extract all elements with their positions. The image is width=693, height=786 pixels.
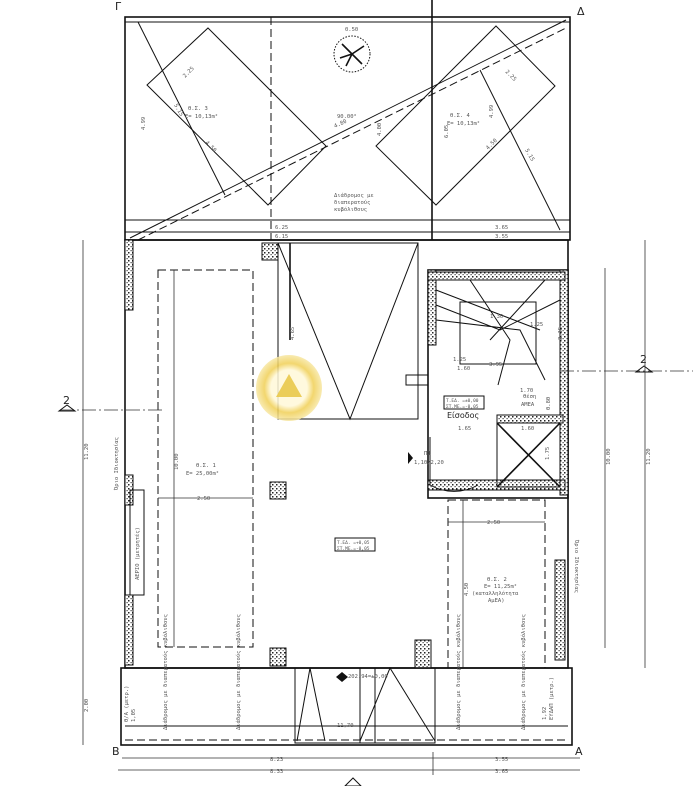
dim: 6.05	[444, 125, 450, 138]
dim: 1.25	[530, 322, 543, 328]
walkway-label: κυβόλιθους	[334, 206, 367, 213]
parking-space-3	[146, 27, 327, 206]
dim: 3.95	[489, 362, 502, 368]
level-label: ΣΤ.ΜΕ.=-0,05	[446, 404, 479, 410]
left-boundary-label: Όριο Ιδιοκτησίας	[113, 437, 120, 491]
dim: 5.15	[172, 103, 184, 117]
svg-text:3.55: 3.55	[495, 757, 508, 763]
dim: 5.15	[523, 148, 535, 162]
parking-1-area: E= 25,00m²	[186, 470, 219, 477]
tree-icon	[333, 35, 371, 73]
dim: 4.99	[141, 117, 147, 130]
stair-core: 1.30 1.25 2.15 1.25 1.60 3.95 1.70 0.80 …	[405, 269, 569, 499]
parking-2-name: Θ.Σ. 2	[487, 577, 507, 583]
corner-label: Δ	[577, 5, 585, 18]
section-mark-right: 2	[634, 353, 654, 373]
parking-1-name: Θ.Σ. 1	[196, 463, 216, 469]
rear-courtyard: Θ.Σ. 3 E= 10,13m² 2.25 5.15 4.50 4.99 Θ.…	[124, 0, 571, 241]
accessible-spot-label: θέση	[523, 393, 536, 400]
gas-meters-label: ΑΕΡΙΟ (μετρητές)	[134, 527, 141, 580]
door-code: Π1	[424, 451, 431, 457]
dim: 0.80	[546, 397, 552, 410]
ramp: 4.65	[277, 242, 419, 421]
walkway-label: Διάδρομος με διαπερατούς κυβόλιθους	[162, 614, 169, 730]
level-label: ΣΤ.ΜΕ.=-0,05	[337, 546, 370, 552]
parking-4-area: E= 10,13m²	[447, 120, 480, 127]
dim: 1.60	[521, 426, 534, 432]
dim: 2.50	[197, 496, 210, 502]
svg-text:10.00: 10.00	[606, 448, 612, 465]
svg-text:2.00: 2.00	[84, 699, 90, 712]
level-label: Τ.ΕΔ. =±0,00	[446, 398, 479, 404]
svg-text:2: 2	[640, 353, 647, 366]
level-label: Τ.ΕΔ. =+0,05	[337, 540, 370, 546]
entrance-label: Είσοδος	[447, 411, 479, 420]
dim: 2.50	[487, 520, 500, 526]
dim: 1.65	[458, 426, 471, 432]
dim: 6.15	[275, 234, 288, 240]
parking-2-area: E= 11,25m²	[484, 583, 517, 590]
dim: 6.25	[275, 225, 288, 231]
dim: 4.99	[489, 105, 495, 118]
right-boundary-label: Όριο Ιδιοκτησίας	[573, 539, 580, 593]
dim: 1.70	[520, 388, 533, 394]
dim: 1.30	[490, 314, 503, 320]
svg-text:3.65: 3.65	[495, 769, 508, 775]
dim: 10.00	[174, 453, 180, 470]
dim: 11,70	[337, 723, 354, 729]
svg-text:2: 2	[63, 394, 70, 407]
entrance-door[interactable]	[429, 437, 479, 492]
meter-label: Θ/Α (μετρ.)	[124, 686, 130, 722]
parking-2-note: (καταλληλότητα	[472, 590, 519, 597]
dim: 2.25	[182, 66, 196, 80]
walkway-label: Διάδρομος με διαπερατούς κυβόλιθους	[455, 614, 462, 730]
parking-3-name: Θ.Σ. 3	[188, 106, 208, 112]
parking-space-4	[375, 25, 556, 206]
dim: 1.60	[457, 366, 470, 372]
front-yard: 202.94=±0,00 11,70 Θ/Α (μετρ.) 1,05 ΕΥΔΑ…	[120, 614, 573, 746]
elevation-label: 202.94=±0,00	[348, 674, 388, 680]
svg-text:8.23: 8.23	[270, 757, 283, 763]
dim: 1.75	[545, 447, 551, 460]
ground-floor: ΑΕΡΙΟ (μετρητές) Όριο Ιδιοκτησίας 10.00 …	[113, 239, 580, 669]
dimensions: 11.20 2.00 10.00 11.20 8.23 3.55 8.33 3.…	[82, 240, 652, 775]
dim: 0.50	[345, 27, 358, 33]
angle-label: 90.00°	[337, 114, 357, 120]
dim: 1.25	[453, 357, 466, 363]
dim: 4.50	[204, 140, 218, 154]
parking-4-name: Θ.Σ. 4	[450, 113, 471, 119]
walkway-label: Διάδρομος με	[334, 192, 374, 199]
corner-label: Β	[112, 745, 120, 758]
door-size: 1,10/2,20	[414, 460, 444, 466]
dim: 4.65	[290, 327, 296, 340]
svg-text:11.20: 11.20	[646, 448, 652, 465]
level-marker	[334, 537, 376, 552]
dim: 3.65	[495, 225, 508, 231]
dim: 2.15	[558, 327, 564, 340]
parking-space-1	[157, 269, 254, 648]
svg-text:8.33: 8.33	[270, 769, 283, 775]
accessible-spot-label: ΑΜΕΑ	[521, 402, 535, 408]
dim: 2.25	[504, 69, 518, 83]
walkway-label: Διάδρομος με διαπερατούς κυβόλιθους	[520, 614, 527, 730]
meter-label: 1,92	[542, 707, 548, 720]
meter-label: 1,05	[131, 709, 137, 722]
section-mark-left: 2	[57, 394, 77, 412]
walkway-label: διαπερατούς	[334, 199, 370, 206]
meter-label: ΕΥΔΑΠ (μετρ.)	[549, 677, 555, 720]
corner-label: Α	[575, 745, 583, 758]
corner-label: Γ	[115, 0, 122, 13]
dim: 4.80	[333, 119, 348, 130]
dim: 3.55	[495, 234, 508, 240]
parking-2-note: ΑμΕΑ)	[488, 598, 505, 604]
walkway-label: Διάδρομος με διαπερατούς κυβόλιθους	[235, 614, 242, 730]
dim: 4.50	[464, 583, 470, 596]
dim: 4.00	[377, 123, 383, 136]
parking-3-area: E= 10,13m²	[185, 113, 218, 120]
svg-text:11.20: 11.20	[84, 443, 90, 460]
